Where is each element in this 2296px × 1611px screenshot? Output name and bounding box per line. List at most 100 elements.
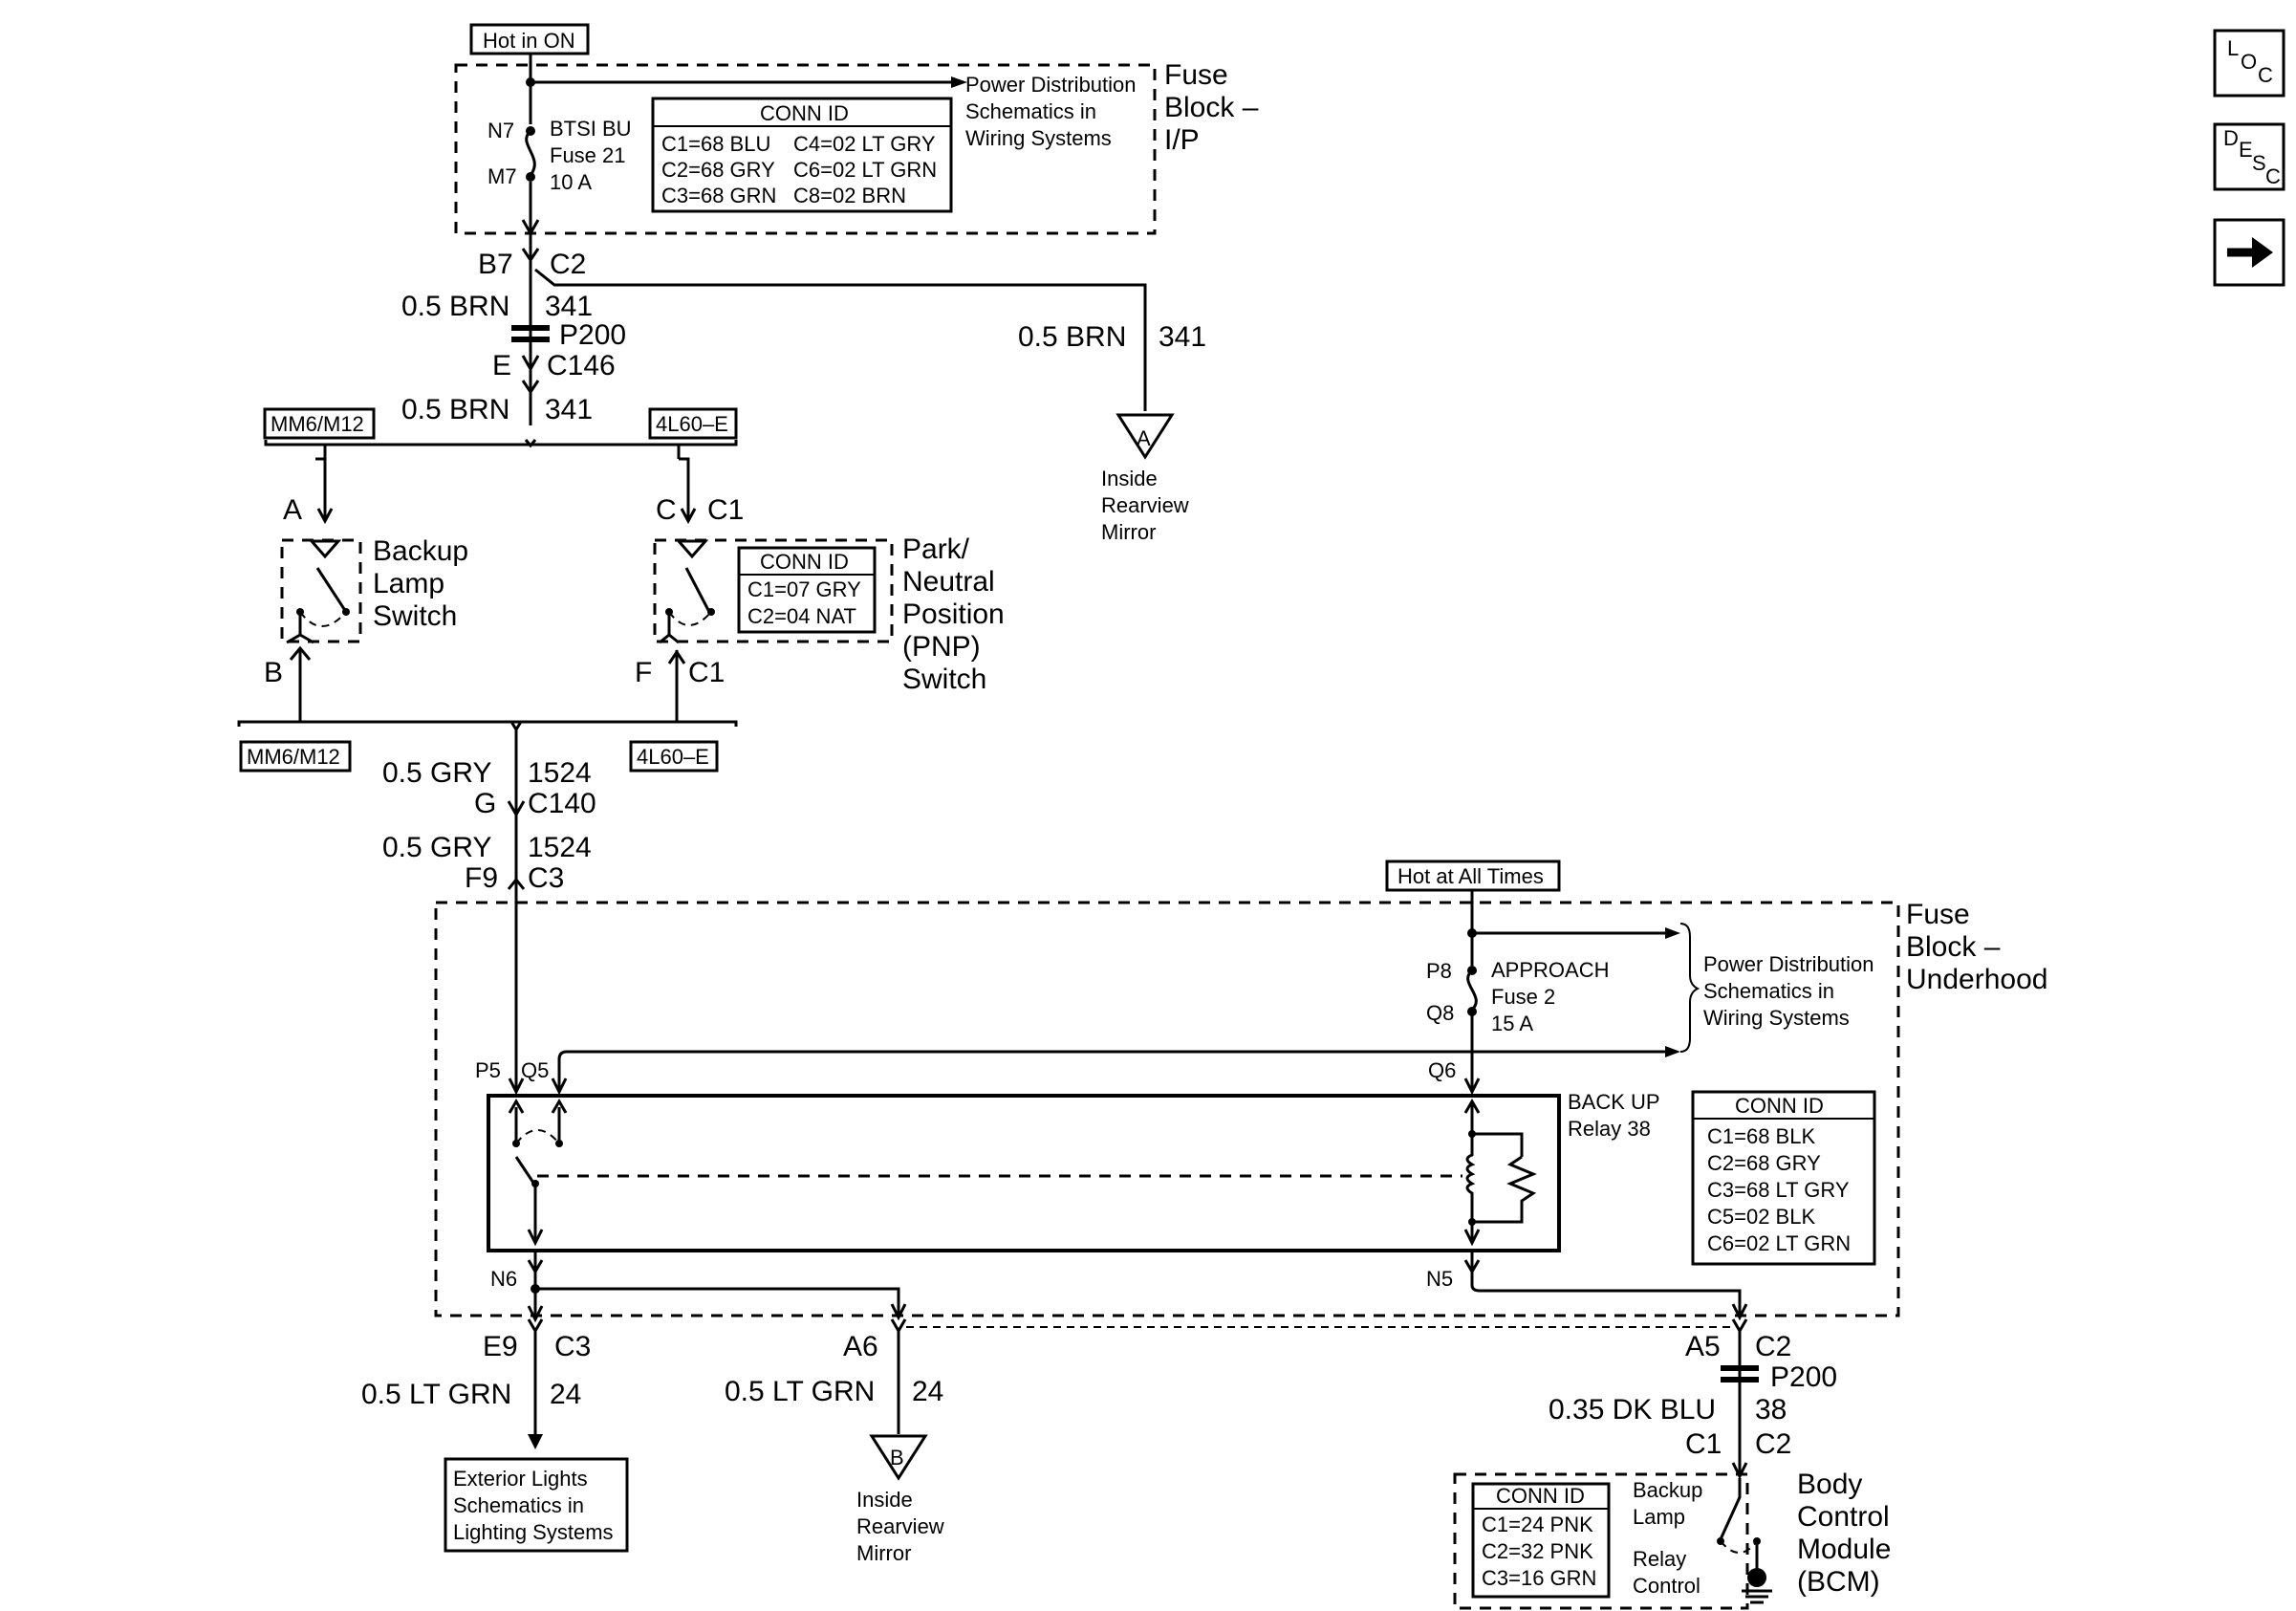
wire-size-brn-1: 0.5 BRN bbox=[401, 291, 509, 322]
exterior-lights-arrowhead bbox=[528, 1434, 543, 1449]
wire-circuit-24-1: 24 bbox=[550, 1379, 581, 1410]
svg-text:C6=02 LT GRN: C6=02 LT GRN bbox=[793, 158, 937, 182]
svg-text:Relay: Relay bbox=[1633, 1547, 1686, 1571]
pin-m7: M7 bbox=[487, 164, 517, 188]
exterior-lights-ref: Exterior Lights Schematics in Lighting S… bbox=[444, 1457, 629, 1553]
svg-text:Lamp: Lamp bbox=[1633, 1505, 1685, 1529]
ltgrn-wire-exterior bbox=[527, 1318, 544, 1439]
next-button[interactable] bbox=[2213, 218, 2285, 287]
svg-text:Underhood: Underhood bbox=[1906, 964, 2047, 995]
svg-text:Fuse 21: Fuse 21 bbox=[550, 143, 626, 167]
connector-c1-bottom: C1 bbox=[688, 657, 725, 688]
svg-text:Lamp: Lamp bbox=[373, 568, 444, 599]
c3-connector-top bbox=[507, 877, 526, 890]
pin-e: E bbox=[492, 350, 511, 381]
approach-fuse-label: APPROACH Fuse 2 15 A bbox=[1491, 958, 1609, 1035]
svg-text:10 A: 10 A bbox=[550, 170, 592, 194]
pd-ref-arrowhead-mid-1 bbox=[1665, 927, 1680, 939]
relay-coil-symbol bbox=[1463, 1099, 1537, 1247]
svg-text:Lighting Systems: Lighting Systems bbox=[453, 1520, 614, 1544]
pnp-switch-symbol bbox=[659, 539, 715, 644]
option-4l60-bottom: 4L60–E bbox=[629, 740, 719, 773]
loc-button[interactable]: L O C bbox=[2213, 29, 2285, 98]
pd-ref-brace bbox=[1679, 923, 1700, 1053]
fuse-block-ip-title: Fuse Block – I/P bbox=[1164, 59, 1259, 156]
bcm-relay-switch-symbol bbox=[1717, 1478, 1772, 1604]
svg-text:Neutral: Neutral bbox=[902, 566, 995, 598]
svg-text:BACK UP: BACK UP bbox=[1568, 1090, 1660, 1114]
pin-n5: N5 bbox=[1426, 1267, 1453, 1291]
pin-n7: N7 bbox=[487, 119, 514, 142]
wire-size-brn-2: 0.5 BRN bbox=[401, 394, 509, 425]
desc-button[interactable]: D E S C bbox=[2213, 122, 2285, 191]
wire-size-ltgrn-2: 0.5 LT GRN bbox=[725, 1376, 875, 1407]
desc-icon: D E S C bbox=[2223, 126, 2281, 188]
p200-label-top: P200 bbox=[559, 319, 626, 351]
pin-c-top: C bbox=[656, 494, 677, 526]
svg-text:S: S bbox=[2252, 151, 2266, 175]
backup-relay-label: BACK UP Relay 38 bbox=[1568, 1090, 1660, 1141]
backup-lamp-switch-label: Backup Lamp Switch bbox=[373, 535, 468, 632]
svg-text:(PNP): (PNP) bbox=[902, 631, 981, 663]
svg-text:Inside: Inside bbox=[856, 1488, 913, 1512]
svg-text:C2=68 GRY: C2=68 GRY bbox=[1707, 1151, 1821, 1175]
ltgrn-wire-mirror-b bbox=[890, 1318, 907, 1434]
bcm-outline bbox=[1453, 1472, 1749, 1610]
connector-c1-top: C1 bbox=[707, 494, 744, 526]
svg-text:C6=02 LT GRN: C6=02 LT GRN bbox=[1707, 1231, 1851, 1255]
svg-text:CONN ID: CONN ID bbox=[1496, 1484, 1585, 1508]
svg-text:Mirror: Mirror bbox=[856, 1541, 911, 1565]
svg-text:Body: Body bbox=[1797, 1469, 1862, 1500]
fuse-block-exit-markers bbox=[527, 1303, 1748, 1323]
backup-switch-top-wire bbox=[315, 457, 334, 525]
relay-switch-symbol bbox=[508, 1099, 568, 1247]
pin-b7: B7 bbox=[478, 249, 513, 280]
n6-junction-dot bbox=[531, 1284, 540, 1294]
brn-wire-to-mirror-a bbox=[534, 268, 1147, 411]
inside-mirror-b-label: Inside Rearview Mirror bbox=[856, 1488, 944, 1565]
pin-q5: Q5 bbox=[521, 1058, 549, 1082]
option-mm6-top: MM6/M12 bbox=[263, 407, 376, 440]
svg-text:Fuse: Fuse bbox=[1164, 59, 1228, 91]
pin-e9: E9 bbox=[483, 1331, 518, 1362]
option-4l60-top: 4L60–E bbox=[648, 407, 738, 440]
svg-text:APPROACH: APPROACH bbox=[1491, 958, 1609, 982]
connector-c2-ip: C2 bbox=[550, 249, 586, 280]
svg-text:4L60–E: 4L60–E bbox=[656, 412, 728, 436]
pin-g: G bbox=[474, 788, 496, 819]
svg-text:BTSI BU: BTSI BU bbox=[550, 117, 632, 141]
btsi-fuse-label: BTSI BU Fuse 21 10 A bbox=[550, 117, 632, 194]
option-split-bottom bbox=[237, 720, 738, 727]
fuse-block-underhood-outline bbox=[434, 901, 1900, 1317]
svg-text:MM6/M12: MM6/M12 bbox=[247, 745, 340, 769]
connector-c3-top: C3 bbox=[528, 862, 564, 894]
p200-splice-bottom bbox=[1721, 1365, 1759, 1382]
hot-in-on-label: Hot in ON bbox=[469, 23, 590, 55]
backup-lamp-switch-outline bbox=[280, 538, 362, 643]
svg-text:Fuse 2: Fuse 2 bbox=[1491, 985, 1555, 1009]
svg-text:Exterior Lights: Exterior Lights bbox=[453, 1467, 588, 1491]
svg-text:D: D bbox=[2223, 126, 2239, 150]
pnp-switch-top-wire bbox=[679, 457, 697, 525]
svg-text:15 A: 15 A bbox=[1491, 1012, 1533, 1035]
wire-circuit-1524-1: 1524 bbox=[528, 757, 592, 789]
svg-text:Rearview: Rearview bbox=[856, 1514, 944, 1538]
n6-wire bbox=[533, 1251, 1742, 1319]
pin-p8: P8 bbox=[1426, 959, 1452, 983]
pin-p5: P5 bbox=[475, 1058, 501, 1082]
svg-text:C: C bbox=[2265, 164, 2281, 188]
p200-splice-top bbox=[511, 325, 550, 342]
wire-circuit-1524-2: 1524 bbox=[528, 832, 592, 863]
svg-text:C2=04 NAT: C2=04 NAT bbox=[747, 604, 856, 628]
bcm-title: Body Control Module (BCM) bbox=[1797, 1469, 1891, 1598]
pin-b: B bbox=[264, 657, 283, 688]
option-split-top bbox=[264, 440, 738, 459]
pd-ref-top-text: Power Distribution Schematics in Wiring … bbox=[965, 73, 1137, 150]
bcm-relay-label: Backup Lamp Relay Control bbox=[1633, 1478, 1702, 1598]
pin-q6: Q6 bbox=[1428, 1058, 1456, 1082]
pnp-switch-outline bbox=[653, 538, 894, 643]
svg-text:MM6/M12: MM6/M12 bbox=[271, 412, 364, 436]
svg-text:C1=24 PNK: C1=24 PNK bbox=[1482, 1513, 1593, 1536]
pin-q8: Q8 bbox=[1426, 1001, 1454, 1025]
